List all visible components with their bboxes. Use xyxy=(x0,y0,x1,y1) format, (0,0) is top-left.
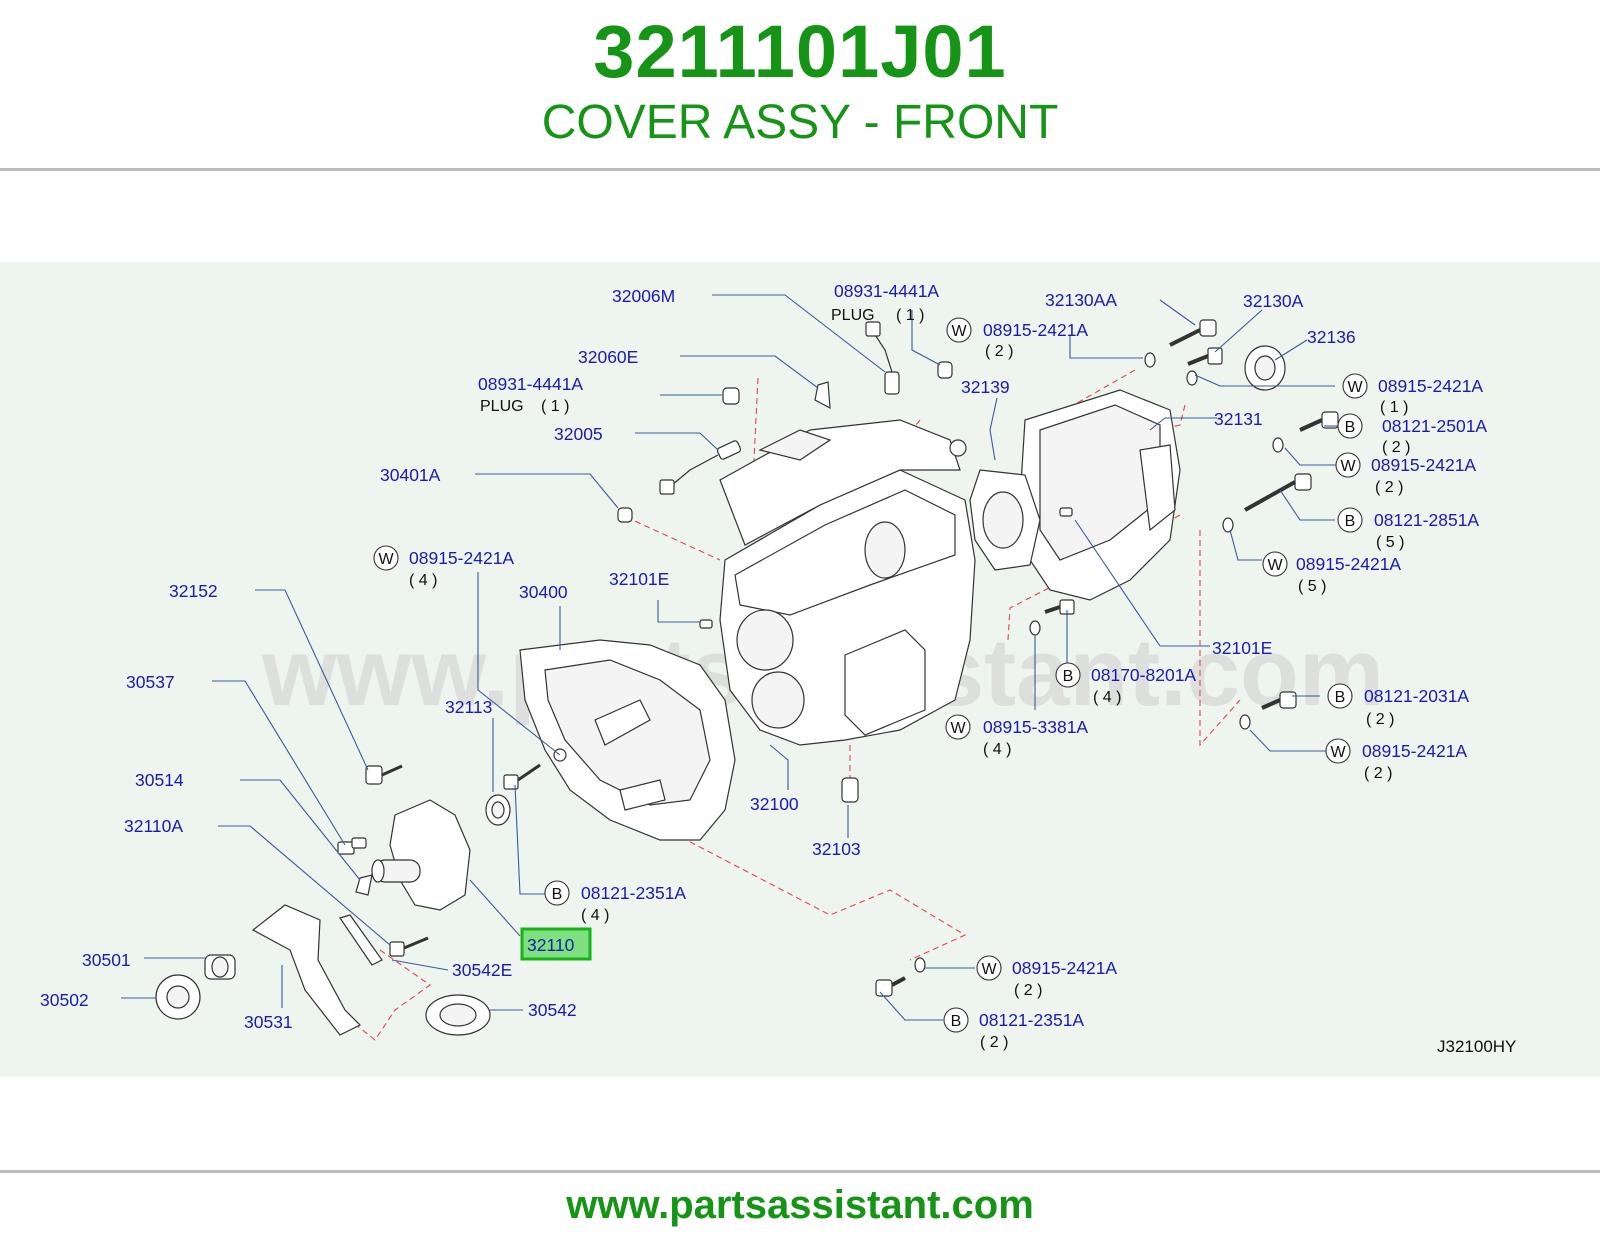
label-32113[interactable]: 32113 xyxy=(445,697,492,717)
qty-08915-2421A-d: ( 4 ) xyxy=(409,572,437,589)
qty-08915-2421A-g: ( 2 ) xyxy=(1014,982,1042,999)
label-32060E[interactable]: 32060E xyxy=(578,347,638,367)
qty-08121-2351A-a: ( 4 ) xyxy=(581,907,609,924)
label-32100[interactable]: 32100 xyxy=(750,794,799,814)
parts-diagram: www.partsassistant.com xyxy=(0,262,1600,1077)
label-08170-8201A[interactable]: 08170-8201A xyxy=(1091,665,1196,685)
label-32131[interactable]: 32131 xyxy=(1214,409,1263,429)
callout-circle-letters: W W B W B W W B B W W B W B xyxy=(378,323,1363,1030)
svg-text:W: W xyxy=(1267,557,1283,574)
qty-08170-8201A: ( 4 ) xyxy=(1093,689,1121,706)
label-08931-4441A-left[interactable]: 08931-4441A xyxy=(478,374,583,394)
label-08915-2421A-a[interactable]: 08915-2421A xyxy=(983,320,1088,340)
leader-lines xyxy=(121,294,1340,1021)
svg-text:W: W xyxy=(1330,744,1346,761)
qty-08121-2031A: ( 2 ) xyxy=(1366,711,1394,728)
label-30514[interactable]: 30514 xyxy=(135,770,184,790)
fasteners-and-small-parts xyxy=(337,319,1339,997)
part-labels: 32006M 08931-4441A PLUG ( 1 ) 08915-2421… xyxy=(40,281,1516,1056)
transmission-case-32100 xyxy=(719,419,976,746)
label-08915-3381A[interactable]: 08915-3381A xyxy=(983,717,1088,737)
svg-text:B: B xyxy=(552,886,563,903)
footer-divider xyxy=(0,1170,1600,1173)
clutch-housing-30400 xyxy=(519,639,736,841)
label-plug-top: PLUG xyxy=(831,307,875,324)
svg-text:W: W xyxy=(1340,458,1356,475)
label-30537[interactable]: 30537 xyxy=(126,672,175,692)
label-08915-2421A-c[interactable]: 08915-2421A xyxy=(1371,455,1476,475)
footer-url[interactable]: www.partsassistant.com xyxy=(566,1183,1034,1227)
label-30401A[interactable]: 30401A xyxy=(380,465,441,485)
label-32005[interactable]: 32005 xyxy=(554,424,603,444)
label-32110A[interactable]: 32110A xyxy=(124,816,183,836)
label-32130AA[interactable]: 32130AA xyxy=(1045,290,1117,310)
qty-08915-2421A-f: ( 2 ) xyxy=(1364,765,1392,782)
qty-08915-2421A-c: ( 2 ) xyxy=(1375,479,1403,496)
label-30400[interactable]: 30400 xyxy=(519,582,568,602)
svg-text:B: B xyxy=(1063,668,1074,685)
qty-plug-left: ( 1 ) xyxy=(541,398,569,415)
qty-plug-top: ( 1 ) xyxy=(896,307,924,324)
label-30542E[interactable]: 30542E xyxy=(452,960,512,980)
label-08915-2421A-d[interactable]: 08915-2421A xyxy=(409,548,514,568)
label-08915-2421A-b[interactable]: 08915-2421A xyxy=(1378,376,1483,396)
part-number-title: 3211101J01 xyxy=(593,10,1007,93)
label-32101E-a[interactable]: 32101E xyxy=(609,569,669,589)
qty-08915-2421A-b: ( 1 ) xyxy=(1380,399,1408,416)
label-08915-2421A-f[interactable]: 08915-2421A xyxy=(1362,741,1467,761)
label-32130A[interactable]: 32130A xyxy=(1243,291,1304,311)
label-32110-highlighted[interactable]: 32110 xyxy=(527,935,575,955)
label-32101E-b[interactable]: 32101E xyxy=(1212,638,1272,658)
qty-08121-2351A-b: ( 2 ) xyxy=(980,1034,1008,1051)
svg-text:B: B xyxy=(1345,513,1356,530)
label-32103[interactable]: 32103 xyxy=(812,839,861,859)
label-32139[interactable]: 32139 xyxy=(961,377,1010,397)
label-08931-4441A-top[interactable]: 08931-4441A xyxy=(834,281,939,301)
label-08121-2031A[interactable]: 08121-2031A xyxy=(1364,686,1469,706)
callout-circles xyxy=(373,317,1368,1033)
svg-text:W: W xyxy=(981,961,997,978)
svg-text:B: B xyxy=(1335,689,1346,706)
qty-08121-2501A: ( 2 ) xyxy=(1382,439,1410,456)
label-08121-2501A[interactable]: 08121-2501A xyxy=(1382,416,1487,436)
header-divider xyxy=(0,168,1600,171)
label-30542[interactable]: 30542 xyxy=(528,1000,577,1020)
label-08121-2351A-b[interactable]: 08121-2351A xyxy=(979,1010,1084,1030)
qty-08915-2421A-a: ( 2 ) xyxy=(985,343,1013,360)
clutch-release-parts xyxy=(155,904,491,1036)
highlighted-part-box[interactable] xyxy=(520,927,592,961)
label-08121-2351A-a[interactable]: 08121-2351A xyxy=(581,883,686,903)
svg-text:W: W xyxy=(1347,379,1363,396)
svg-text:B: B xyxy=(1345,419,1356,436)
label-plug-left: PLUG xyxy=(480,398,524,415)
exploded-view-drawing: www.partsassistant.com xyxy=(40,281,1516,1056)
label-08915-2421A-e[interactable]: 08915-2421A xyxy=(1296,554,1401,574)
label-32136[interactable]: 32136 xyxy=(1307,327,1356,347)
label-08915-2421A-g[interactable]: 08915-2421A xyxy=(1012,958,1117,978)
page-header: 3211101J01 COVER ASSY - FRONT xyxy=(0,0,1600,168)
qty-08915-2421A-e: ( 5 ) xyxy=(1298,578,1326,595)
qty-08915-3381A: ( 4 ) xyxy=(983,741,1011,758)
svg-text:B: B xyxy=(951,1013,962,1030)
label-32152[interactable]: 32152 xyxy=(169,581,218,601)
qty-08121-2851A: ( 5 ) xyxy=(1376,534,1404,551)
front-cover-32110 xyxy=(371,799,471,911)
svg-text:W: W xyxy=(950,720,966,737)
rear-adapter-32131 xyxy=(1019,389,1181,601)
svg-text:W: W xyxy=(951,323,967,340)
label-30502[interactable]: 30502 xyxy=(40,990,89,1010)
label-08121-2851A[interactable]: 08121-2851A xyxy=(1374,510,1479,530)
label-32006M[interactable]: 32006M xyxy=(612,286,675,306)
svg-text:W: W xyxy=(378,551,394,568)
gasket-32139 xyxy=(969,469,1041,571)
part-name-subtitle: COVER ASSY - FRONT xyxy=(541,96,1059,149)
label-30501[interactable]: 30501 xyxy=(82,950,131,970)
diagram-code: J32100HY xyxy=(1437,1037,1516,1056)
label-30531[interactable]: 30531 xyxy=(244,1012,293,1032)
